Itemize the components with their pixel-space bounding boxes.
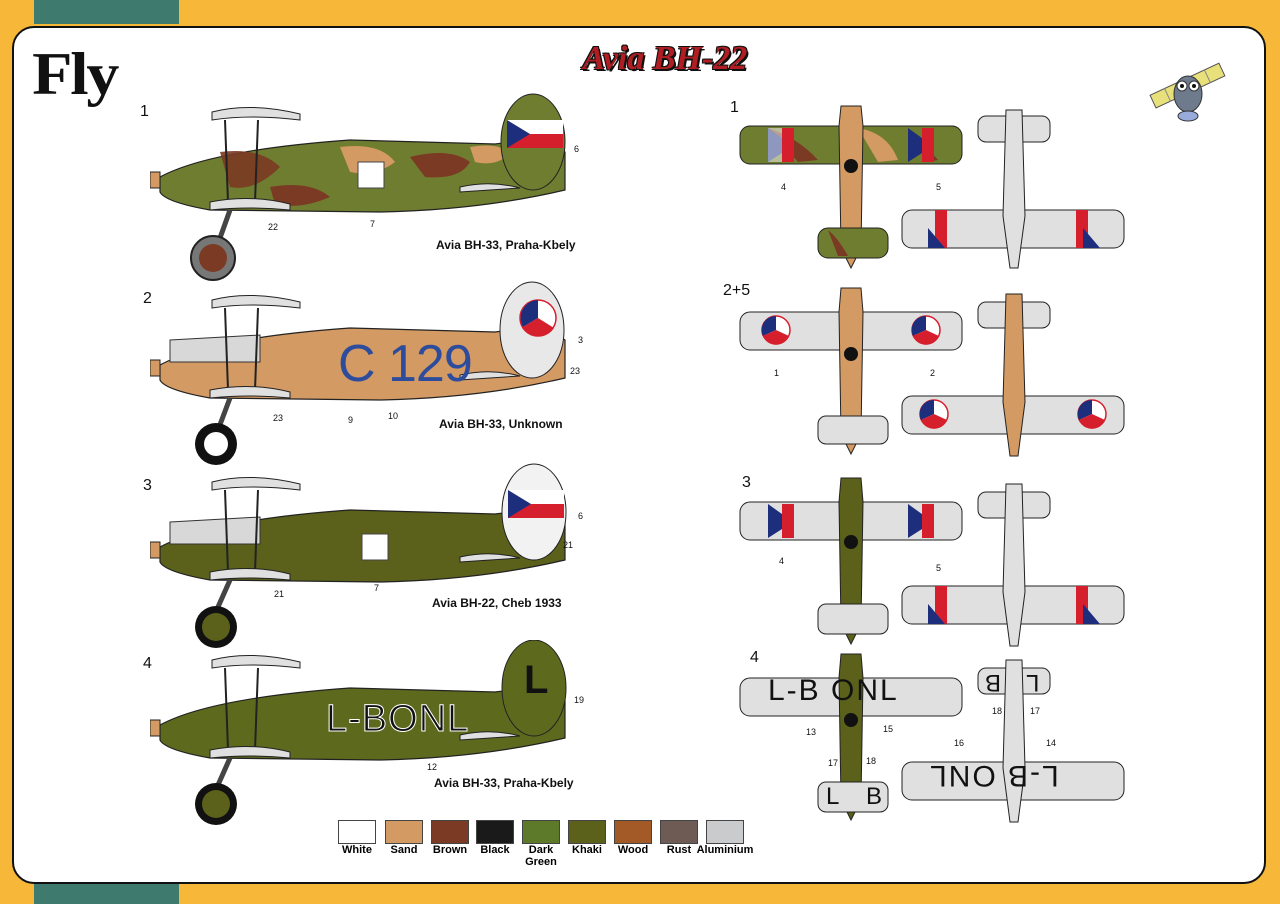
callout: 18: [866, 756, 877, 766]
callout: 13: [806, 727, 817, 737]
callout: 21: [274, 589, 285, 599]
swatch-color: [522, 820, 560, 844]
callout: 7: [370, 219, 376, 229]
callout: 4: [781, 182, 787, 192]
callout: 2: [930, 368, 936, 378]
tail-letter: L: [826, 783, 840, 810]
fuselage-code: L-BONL: [325, 698, 470, 741]
callout: 3: [578, 335, 584, 345]
profile-number: 3: [742, 474, 751, 491]
roundel-icon: [761, 315, 791, 345]
callout: 1: [774, 368, 780, 378]
profile-number: 4: [143, 655, 152, 672]
swatch: Brown: [431, 820, 469, 856]
tail-letter-lower: L: [1026, 669, 1040, 696]
side-view-4: [150, 640, 567, 825]
top-view-3: [739, 477, 1125, 647]
tail-letter-lower: B: [985, 669, 1002, 696]
callout: 5: [936, 182, 942, 192]
swatch: Black: [476, 820, 514, 856]
profile-caption: Avia BH-33, Praha-Kbely: [436, 238, 576, 252]
profile-caption: Avia BH-33, Unknown: [439, 417, 563, 431]
swatch-color: [385, 820, 423, 844]
swatch-color: [476, 820, 514, 844]
side-view-1: [150, 93, 566, 281]
roundel-icon: [911, 315, 941, 345]
profile-number: 1: [140, 103, 149, 120]
callout: 23: [273, 413, 284, 423]
swatch: Rust: [660, 820, 698, 856]
roundel-icon: [1077, 399, 1107, 429]
swatch-color: [706, 820, 744, 844]
profile-number: 2: [143, 290, 152, 307]
top-view-1: [739, 105, 1125, 270]
swatch: Khaki: [568, 820, 606, 856]
fin-letter: L: [524, 658, 549, 702]
swatch: Wood: [614, 820, 652, 856]
roundel-icon: [519, 299, 557, 337]
swatch: Aluminium: [697, 820, 753, 856]
swatch-color: [431, 820, 469, 844]
corner-tab-top: [34, 0, 179, 24]
tail-flag: [507, 120, 563, 148]
fuselage-code: C 129: [338, 335, 473, 393]
callout: 15: [883, 724, 894, 734]
callout: 17: [828, 758, 839, 768]
swatch-color: [568, 820, 606, 844]
corner-tab-bottom: [34, 884, 179, 904]
profile-caption: Avia BH-22, Cheb 1933: [432, 596, 562, 610]
fly-mascot-icon: [1149, 62, 1226, 122]
side-view-2: [150, 281, 566, 465]
callout: 22: [268, 222, 279, 232]
callout: 12: [427, 762, 438, 772]
profile-caption: Avia BH-33, Praha-Kbely: [434, 776, 574, 790]
callout: 10: [388, 411, 399, 421]
swatch: Sand: [385, 820, 423, 856]
top-view-4: [739, 653, 1125, 823]
callout: 9: [348, 415, 354, 425]
callout: 5: [936, 563, 942, 573]
callout: 16: [954, 738, 965, 748]
wing-registration-lower: L-B ONL: [928, 759, 1059, 792]
swatch-color: [660, 820, 698, 844]
callout: 6: [574, 144, 580, 154]
colour-legend: White Sand Brown Black Dark Green Khaki …: [336, 820, 766, 870]
callout: 6: [578, 511, 584, 521]
swatch: White: [338, 820, 376, 856]
profile-number: 2+5: [723, 282, 751, 299]
callout: 4: [779, 556, 785, 566]
swatch-color: [338, 820, 376, 844]
profile-number: 1: [730, 99, 739, 116]
wing-registration: L-B ONL: [768, 674, 899, 707]
roundel-icon: [919, 399, 949, 429]
callout: 14: [1046, 738, 1057, 748]
callout: 19: [574, 695, 585, 705]
callout: 7: [374, 583, 380, 593]
profile-number: 4: [750, 649, 759, 666]
tail-flag: [508, 490, 564, 518]
callout: 23: [570, 366, 581, 376]
tail-letter: B: [866, 783, 883, 810]
callout: 18: [992, 706, 1003, 716]
callout: 21: [563, 540, 574, 550]
side-view-3: [150, 463, 567, 648]
top-view-2: [739, 287, 1125, 457]
page-title: Avia BH-22: [582, 40, 748, 77]
swatch-color: [614, 820, 652, 844]
brand-logo: Fly: [32, 41, 119, 107]
callout: 17: [1030, 706, 1041, 716]
swatch: Dark Green: [522, 820, 560, 868]
profile-number: 3: [143, 477, 152, 494]
